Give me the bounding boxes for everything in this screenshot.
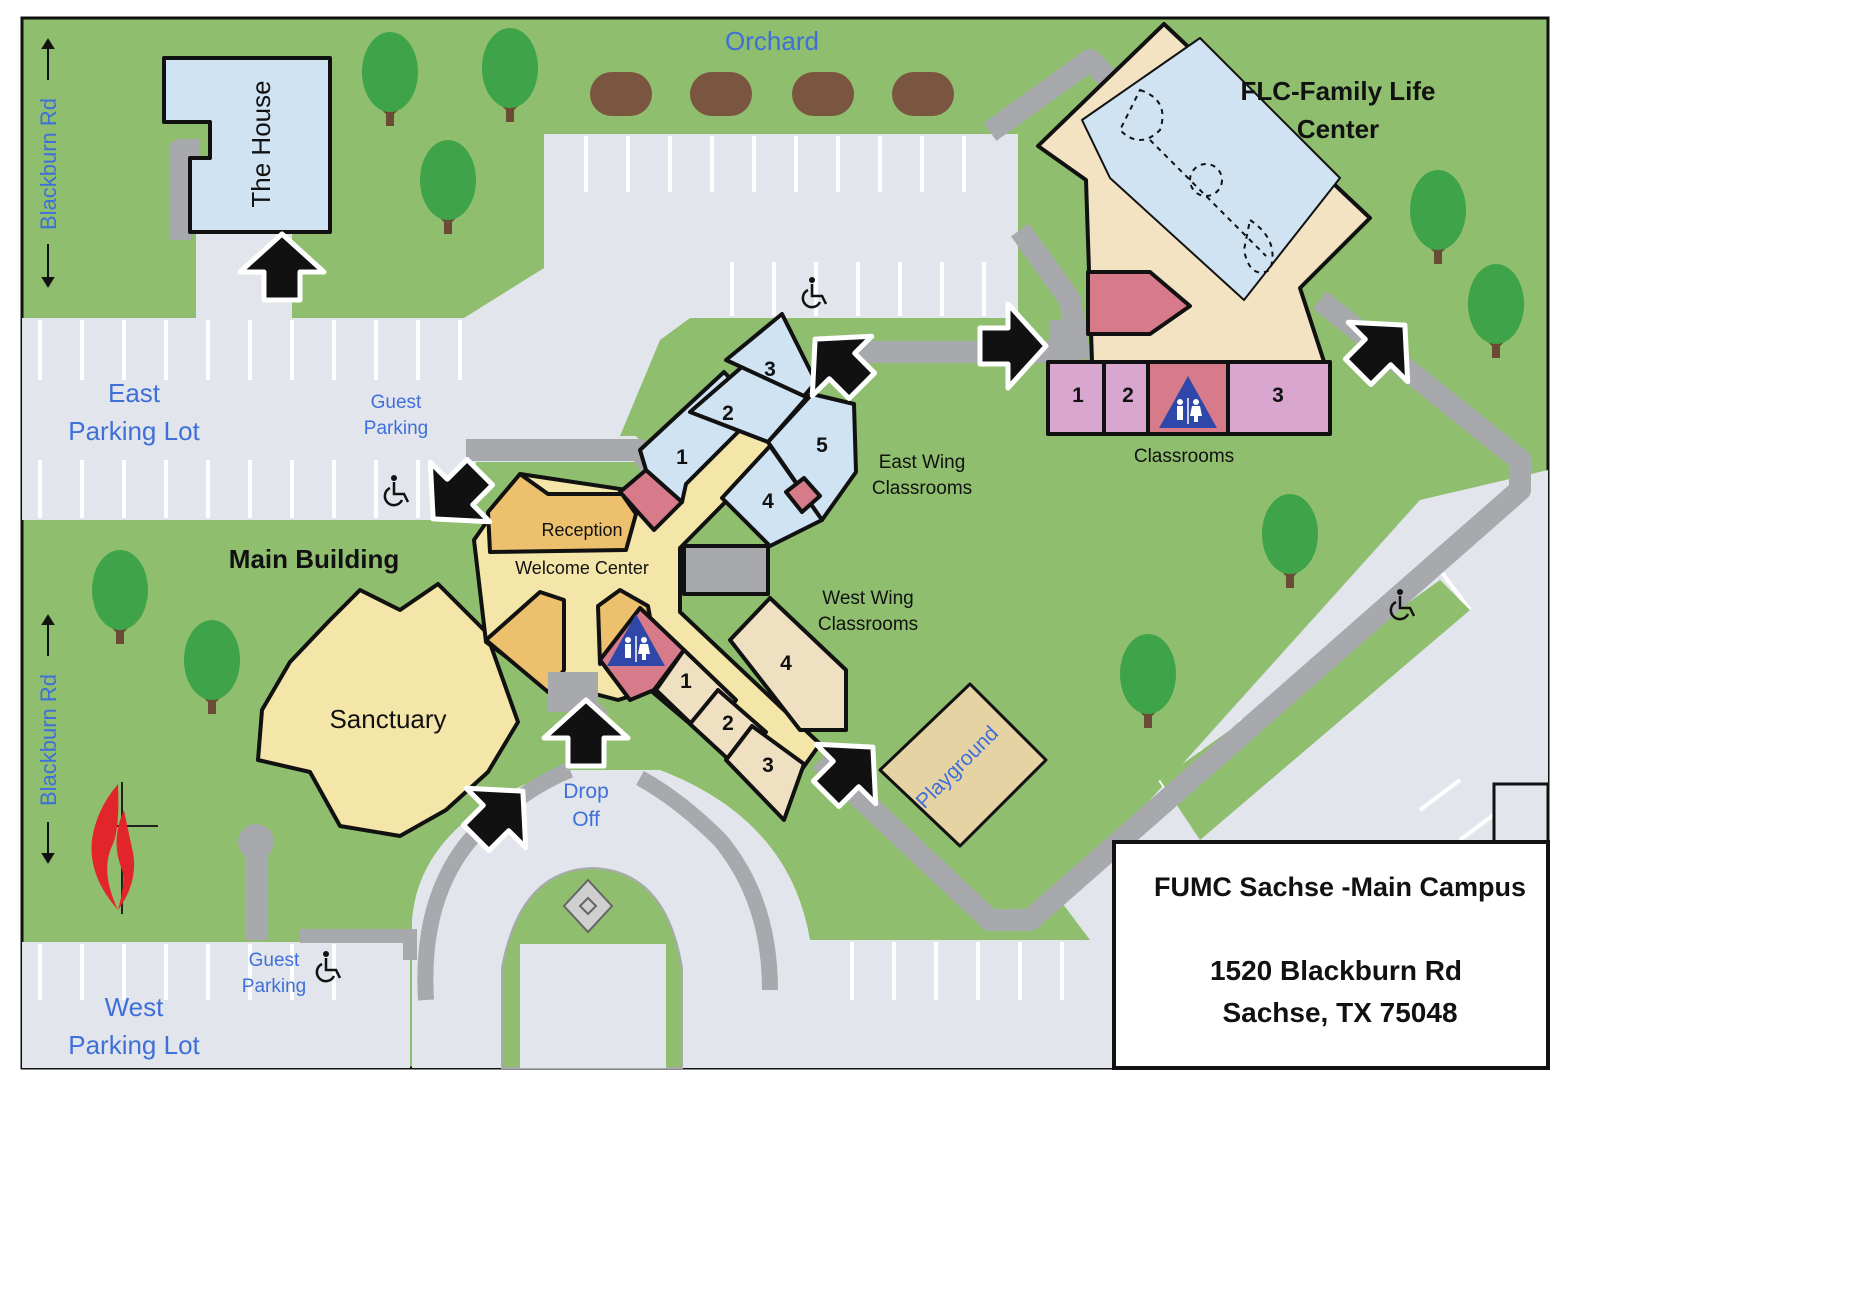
the-house-building [162, 56, 332, 234]
welcome-center-label: Welcome Center [515, 558, 649, 578]
east-lot-label-line2: Parking Lot [68, 416, 200, 446]
road-label-top: Blackburn Rd [36, 98, 61, 230]
road-direction-arrows [41, 38, 55, 864]
west-lot-label-line1: West [105, 992, 165, 1022]
east-room-number: 1 [676, 446, 688, 469]
address-line-2: Sachse, TX 75048 [1222, 997, 1457, 1028]
guest-parking-west-line1: Guest [249, 950, 300, 971]
orchard-label: Orchard [725, 26, 819, 56]
main-building [256, 312, 858, 838]
guest-parking-east-line1: Guest [371, 392, 422, 413]
flc-room-number: 2 [1122, 384, 1134, 407]
flc-room-number: 1 [1072, 384, 1084, 407]
east-room-number: 5 [816, 434, 828, 457]
drop-off-label-line2: Off [572, 808, 600, 831]
flc-room-number: 3 [1272, 384, 1284, 407]
west-room-number: 3 [762, 754, 774, 777]
west-room-number: 4 [780, 652, 792, 675]
east-wing-label-line2: Classrooms [872, 478, 972, 499]
flc-label-line1: FLC-Family Life [1240, 76, 1435, 106]
west-wing-label-line2: Classrooms [818, 614, 918, 635]
flc-label-line2: Center [1297, 114, 1379, 144]
sanctuary-label: Sanctuary [329, 704, 446, 734]
flc-classrooms-label: Classrooms [1134, 446, 1234, 467]
campus-title: FUMC Sachse -Main Campus [1154, 872, 1526, 902]
address-line-1: 1520 Blackburn Rd [1210, 955, 1462, 986]
orchard-bushes [590, 72, 954, 116]
west-room-number: 1 [680, 670, 692, 693]
the-house-label: The House [246, 80, 276, 207]
road-label-bottom: Blackburn Rd [36, 674, 61, 806]
west-wing-label-line1: West Wing [822, 588, 914, 609]
main-building-label: Main Building [229, 544, 399, 574]
title-box: FUMC Sachse -Main Campus 1520 Blackburn … [1112, 840, 1550, 1070]
sanctuary-room [256, 582, 520, 838]
west-room-number: 2 [722, 712, 734, 735]
playground-area [878, 682, 1048, 848]
drop-off-label-line1: Drop [563, 780, 609, 803]
east-room-number: 4 [762, 490, 774, 513]
church-logo-icon [91, 782, 158, 914]
east-room-number: 3 [764, 358, 776, 381]
east-lot-label-line1: East [108, 378, 161, 408]
west-lot-label-line2: Parking Lot [68, 1030, 200, 1060]
east-room-number: 2 [722, 402, 734, 425]
guest-parking-west-line2: Parking [242, 976, 306, 997]
reception-label: Reception [541, 520, 622, 540]
guest-parking-east-line2: Parking [364, 418, 428, 439]
east-wing-label-line1: East Wing [879, 452, 966, 473]
